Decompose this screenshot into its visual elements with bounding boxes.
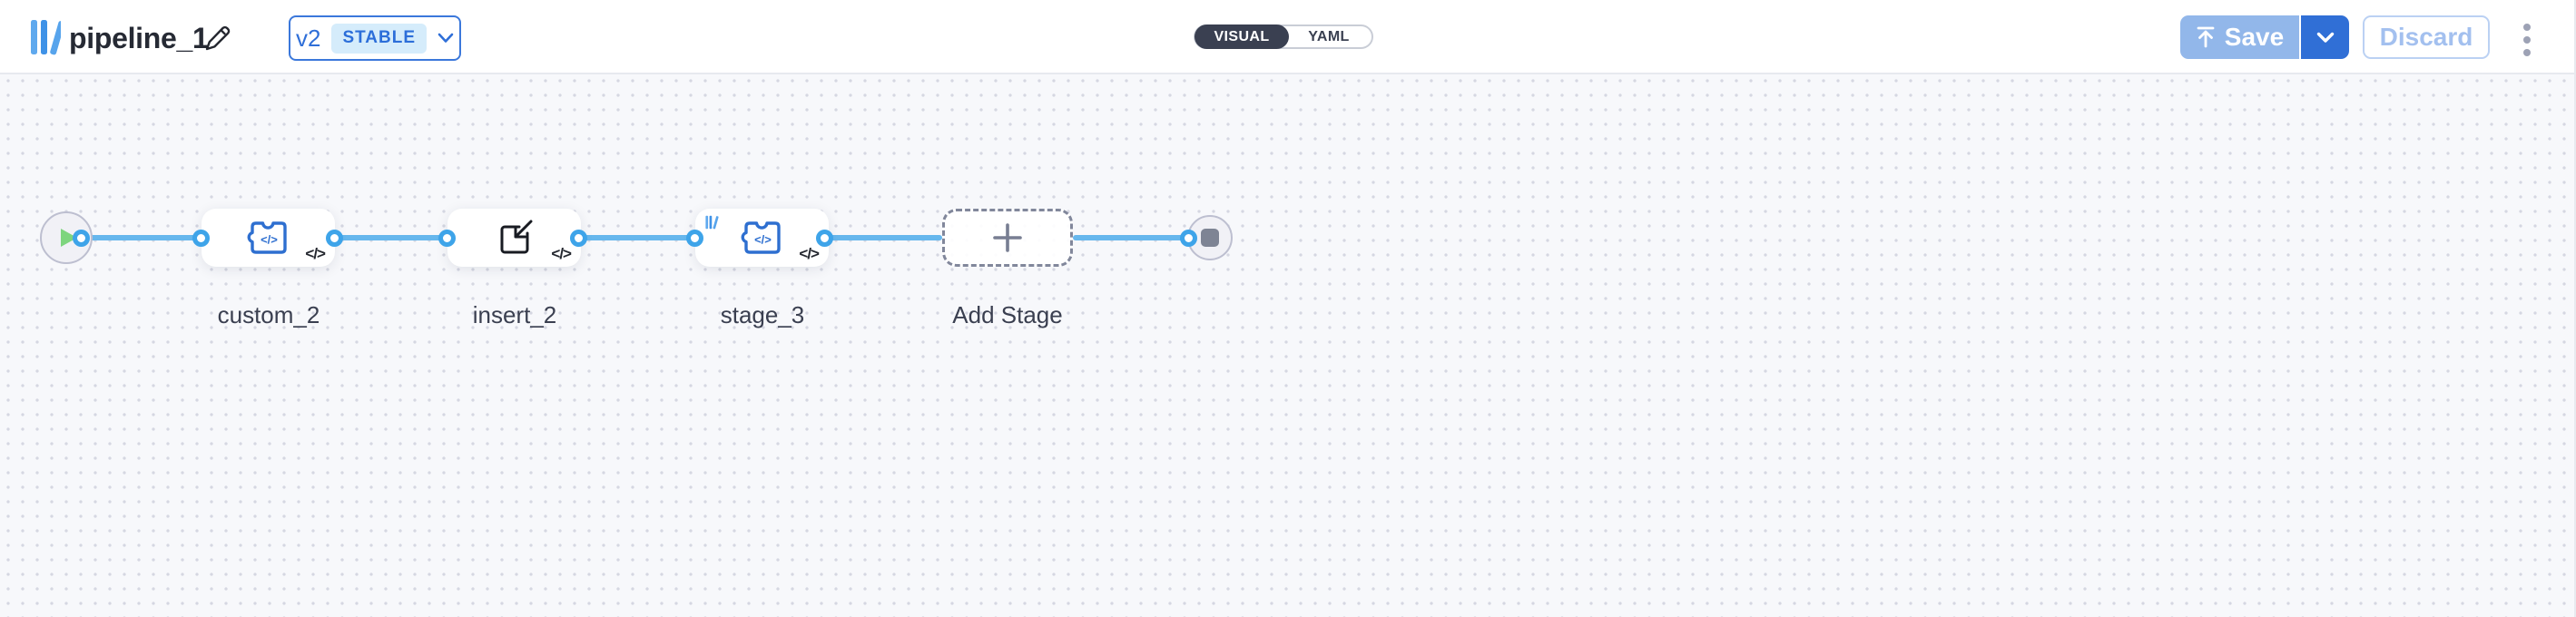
version-status-badge: STABLE [331, 23, 428, 54]
port[interactable] [73, 230, 90, 247]
pipeline-canvas[interactable]: </> </> </> </> </> [0, 74, 2574, 617]
code-glyph: </> [305, 245, 326, 262]
chevron-down-icon [438, 33, 454, 43]
port[interactable] [686, 230, 703, 247]
port[interactable] [1180, 230, 1197, 247]
stage-label: insert_2 [472, 301, 557, 328]
svg-text:</>: </> [754, 233, 772, 247]
save-split-button: Save [2180, 15, 2349, 59]
port[interactable] [192, 230, 210, 247]
play-icon [60, 229, 77, 247]
save-options-button[interactable] [2301, 15, 2349, 59]
import-icon [500, 220, 532, 254]
kebab-dot [2523, 49, 2531, 56]
code-glyph: </> [551, 245, 572, 262]
stage-label: custom_2 [217, 301, 320, 328]
view-mode-toggle: VISUAL YAML [1194, 24, 1373, 49]
port[interactable] [326, 230, 343, 247]
stage-label: stage_3 [720, 301, 805, 328]
stage-node-insert_2[interactable]: </> [447, 209, 581, 267]
upload-icon [2197, 26, 2215, 48]
version-selector[interactable]: v2 STABLE [289, 15, 461, 61]
stage-node-custom_2[interactable]: </> </> [202, 209, 335, 267]
edge-insert-stage [579, 235, 695, 240]
puzzle-code-icon: </> [247, 221, 287, 254]
kebab-dot [2523, 24, 2531, 31]
discard-button[interactable]: Discard [2363, 15, 2490, 59]
port[interactable] [438, 230, 456, 247]
save-divider [2299, 15, 2301, 59]
pipeline-start-node[interactable] [40, 211, 93, 264]
save-button[interactable]: Save [2180, 15, 2299, 59]
stage-label: Add Stage [952, 301, 1063, 328]
library-badge-icon [705, 215, 719, 230]
header-bar: pipeline_1 v2 STABLE VISUAL YAML Save [0, 0, 2574, 74]
edge-stage-addstage [825, 235, 942, 240]
edge-custom-insert [335, 235, 447, 240]
puzzle-code-icon: </> [741, 221, 781, 254]
kebab-menu-icon[interactable] [2516, 24, 2538, 56]
kebab-dot [2523, 36, 2531, 44]
code-glyph: </> [799, 245, 820, 262]
tab-yaml[interactable]: YAML [1308, 28, 1350, 44]
stage-node-stage_3[interactable]: </> </> [695, 209, 829, 267]
save-button-label: Save [2224, 23, 2285, 51]
svg-text:</>: </> [261, 233, 278, 247]
library-icon [31, 20, 61, 55]
stop-icon [1201, 229, 1219, 247]
tab-visual[interactable]: VISUAL [1195, 24, 1289, 49]
add-stage-button[interactable] [942, 209, 1073, 267]
port[interactable] [816, 230, 833, 247]
chevron-down-icon [2316, 32, 2334, 43]
edge-start-custom [82, 235, 202, 240]
version-label: v2 [295, 24, 321, 52]
edge-addstage-end [1073, 235, 1189, 240]
page-title: pipeline_1 [69, 22, 209, 54]
plus-icon [993, 223, 1022, 252]
edit-pencil-icon[interactable] [203, 24, 231, 53]
port[interactable] [570, 230, 587, 247]
